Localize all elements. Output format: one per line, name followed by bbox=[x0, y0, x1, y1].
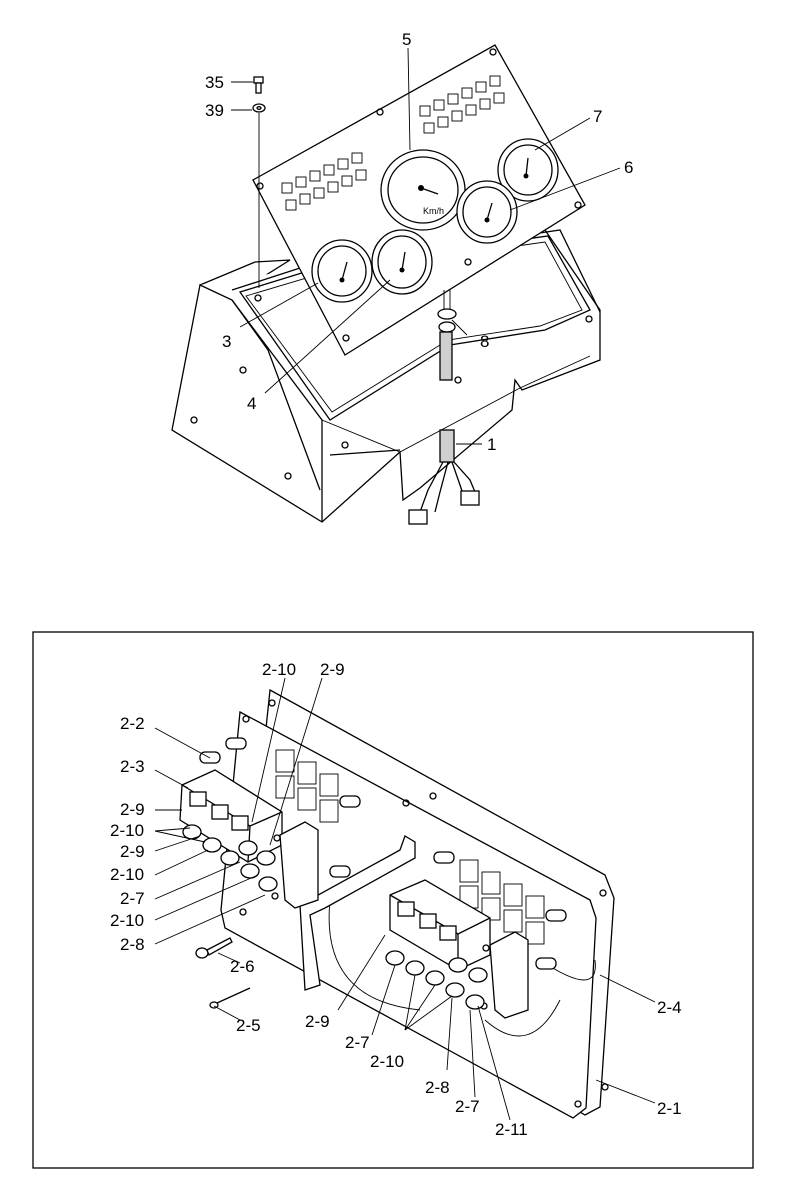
gauge-6 bbox=[456, 180, 518, 244]
callout-2-3: 2-3 bbox=[120, 757, 145, 776]
callout-2-8-b: 2-8 bbox=[425, 1078, 450, 1097]
callout-2-11: 2-11 bbox=[495, 1120, 528, 1139]
gauge-7 bbox=[497, 138, 559, 202]
callout-8: 8 bbox=[480, 332, 489, 351]
left-switch-block bbox=[179, 769, 319, 909]
inset-panel-assembly bbox=[179, 688, 615, 1119]
callout-2-8-a: 2-8 bbox=[120, 935, 145, 954]
speedometer-gauge: Km/h bbox=[380, 149, 466, 231]
right-switch-block bbox=[389, 879, 529, 1019]
instrument-panel: Km/h bbox=[252, 44, 586, 356]
callout-3: 3 bbox=[222, 332, 231, 351]
inset-lamp-windows bbox=[275, 749, 545, 945]
callout-2-2: 2-2 bbox=[120, 714, 145, 733]
right-switches bbox=[385, 950, 488, 1010]
gauge-unit-label: Km/h bbox=[423, 206, 444, 216]
screw-2-6 bbox=[195, 937, 233, 959]
callout-2-7-b: 2-7 bbox=[345, 1033, 370, 1052]
callout-4: 4 bbox=[247, 394, 256, 413]
callout-2-7-a: 2-7 bbox=[120, 889, 145, 908]
callout-2-4: 2-4 bbox=[657, 998, 682, 1017]
standoffs bbox=[199, 737, 567, 970]
screw-35 bbox=[253, 76, 264, 94]
top-leaders bbox=[231, 47, 621, 445]
callout-35: 35 bbox=[205, 73, 224, 92]
callout-2-10-a: 2-10 bbox=[110, 821, 144, 840]
indicator-lamps-right bbox=[419, 75, 505, 134]
callout-2-9-b: 2-9 bbox=[120, 842, 145, 861]
wiring-harness bbox=[408, 290, 480, 525]
callout-2-5: 2-5 bbox=[236, 1016, 261, 1035]
callout-6: 6 bbox=[624, 158, 633, 177]
washer-39 bbox=[252, 103, 266, 288]
callout-2-6: 2-6 bbox=[230, 957, 255, 976]
inset-leaders bbox=[154, 677, 656, 1121]
callout-2-9-a: 2-9 bbox=[120, 800, 145, 819]
callout-7: 7 bbox=[593, 107, 602, 126]
callout-1: 1 bbox=[487, 435, 496, 454]
callout-2-10-top: 2-10 bbox=[262, 660, 296, 679]
dash-housing bbox=[171, 229, 601, 523]
callout-2-9-top: 2-9 bbox=[320, 660, 345, 679]
callout-2-10-b: 2-10 bbox=[110, 865, 144, 884]
inset-frame bbox=[32, 631, 754, 1169]
callout-2-10-c: 2-10 bbox=[110, 911, 144, 930]
callout-2-10-d: 2-10 bbox=[370, 1052, 404, 1071]
screw-2-5 bbox=[209, 987, 251, 1009]
callout-2-9-c: 2-9 bbox=[305, 1012, 330, 1031]
callout-2-1: 2-1 bbox=[657, 1099, 682, 1118]
indicator-lamps-left bbox=[281, 152, 367, 211]
gauge-3 bbox=[311, 239, 373, 303]
callout-2-7-c: 2-7 bbox=[455, 1097, 480, 1116]
gauge-4 bbox=[371, 229, 433, 295]
callout-39: 39 bbox=[205, 101, 224, 120]
callout-5: 5 bbox=[402, 30, 411, 49]
